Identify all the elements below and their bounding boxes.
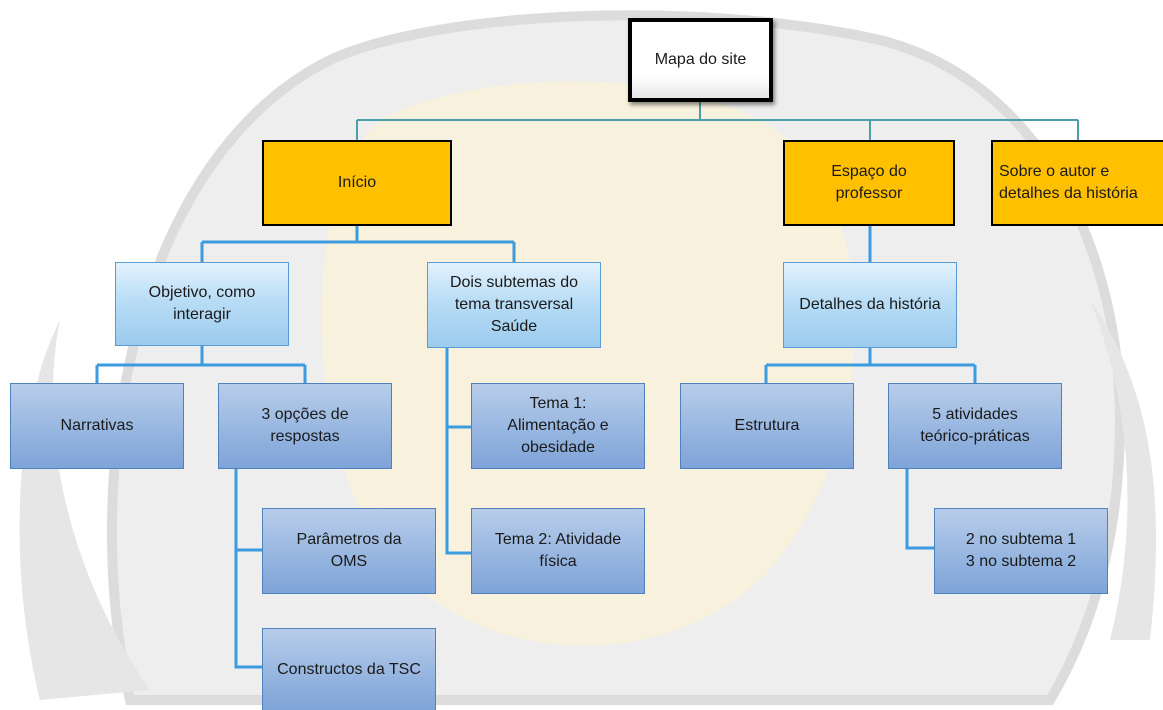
node-constructos-label: Constructos da TSC [277,660,421,678]
node-5-atividades-line2: teórico-práticas [920,428,1030,445]
node-3-opcoes-line1: 3 opções de [261,406,349,423]
node-dois-subtemas-line3: Saúde [490,318,538,335]
node-5-atividades[interactable]: 5 atividades teórico-práticas [888,383,1062,469]
node-parametros-da-oms[interactable]: Parâmetros da OMS [262,508,436,594]
connector-detalhes-children [764,347,977,383]
node-inicio-label: Início [337,174,377,191]
node-subtemas-atividades[interactable]: 2 no subtema 1 3 no subtema 2 [934,508,1108,594]
node-objetivo-line1: Objetivo, como [148,284,256,301]
node-constructos-da-tsc[interactable]: Constructos da TSC [262,628,436,710]
node-objetivo-line2: interagir [173,306,231,323]
node-tema-1[interactable]: Tema 1: Alimentação e obesidade [471,383,645,469]
connector-objetivo-children [95,345,307,383]
node-sobre-line2: detalhes da história [999,185,1138,202]
node-sobre-o-autor[interactable]: Sobre o autor e detalhes da história [991,140,1163,226]
node-subtemas-line1: 2 no subtema 1 [965,531,1077,548]
root-node-label: Mapa do site [654,51,747,68]
connector-subtemas-temas [445,348,471,555]
connector-atividades-subtemas [905,468,934,550]
node-dois-subtemas[interactable]: Dois subtemas do tema transversal Saúde [427,262,601,348]
node-tema-2[interactable]: Tema 2: Atividade física [471,508,645,594]
root-node-mapa-do-site[interactable]: Mapa do site [628,18,773,102]
connector-respostas-children [234,468,262,669]
node-espaco-line1: Espaço do [831,163,907,180]
node-tema2-line2: física [539,553,577,570]
node-detalhes-label: Detalhes da história [799,296,941,313]
node-objetivo-como-interagir[interactable]: Objetivo, como interagir [115,262,289,346]
connector-root-level1 [356,102,1079,140]
node-estrutura-label: Estrutura [734,417,800,434]
node-espaco-line2: professor [835,185,903,202]
node-dois-subtemas-line2: tema transversal [454,296,574,313]
node-narrativas[interactable]: Narrativas [10,383,184,469]
connector-inicio-children [200,225,516,262]
node-parametros-line1: Parâmetros da [296,531,402,548]
node-estrutura[interactable]: Estrutura [680,383,854,469]
node-narrativas-label: Narrativas [60,417,134,434]
node-detalhes-da-historia[interactable]: Detalhes da história [783,262,957,348]
node-espaco-do-professor[interactable]: Espaço do professor [783,140,955,226]
node-parametros-line2: OMS [330,553,368,570]
node-inicio[interactable]: Início [262,140,452,226]
node-tema1-line2: Alimentação e [507,417,609,434]
node-3-opcoes-de-respostas[interactable]: 3 opções de respostas [218,383,392,469]
node-5-atividades-line1: 5 atividades [932,406,1018,423]
node-tema1-line3: obesidade [521,439,595,456]
node-tema1-line1: Tema 1: [529,395,587,412]
node-subtemas-line2: 3 no subtema 2 [965,553,1077,570]
node-3-opcoes-line2: respostas [270,428,340,445]
node-tema2-line1: Tema 2: Atividade [494,531,622,548]
node-dois-subtemas-line1: Dois subtemas do [449,274,579,291]
node-sobre-line1: Sobre o autor e [999,163,1110,180]
